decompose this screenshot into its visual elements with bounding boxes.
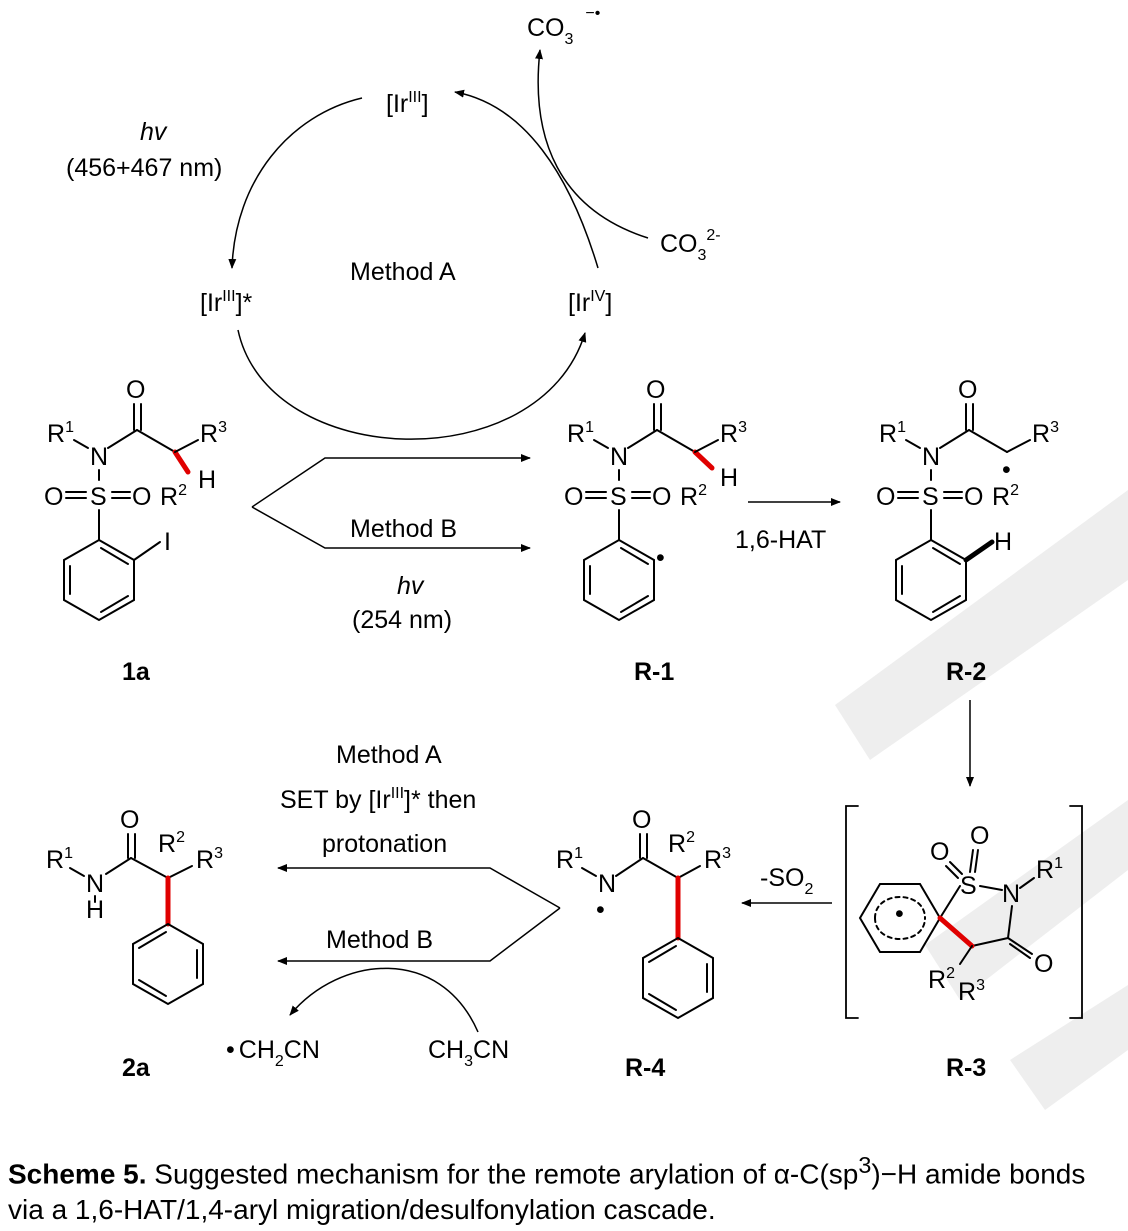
intermediate-r4: O N R1 • R2 R3 R-4 xyxy=(556,806,731,1082)
ir3-top-label: [IrIII] xyxy=(386,89,429,118)
intermediate-r2: O N R1 S O O R3 • R2 H R-2 xyxy=(876,376,1059,686)
svg-text:R3: R3 xyxy=(200,419,227,448)
so2-loss-label: -SO2 xyxy=(760,864,813,898)
solvent-ch3cn: CH3CN xyxy=(428,1036,509,1070)
svg-text:N: N xyxy=(86,870,104,898)
svg-text:•: • xyxy=(1002,456,1011,484)
hat-label: 1,6-HAT xyxy=(735,526,826,554)
method-a-label: Method A xyxy=(350,258,456,286)
svg-text:R3: R3 xyxy=(196,845,223,874)
arc-set-oxidation xyxy=(237,329,587,440)
svg-text:O: O xyxy=(126,376,145,404)
watermark xyxy=(835,490,1128,1110)
svg-text:O: O xyxy=(632,806,651,834)
svg-text:R3: R3 xyxy=(720,419,747,448)
svg-text:R1: R1 xyxy=(879,419,906,448)
label-r4: R-4 xyxy=(625,1054,665,1082)
svg-text:O: O xyxy=(1034,950,1053,978)
label-2a: 2a xyxy=(122,1054,151,1082)
svg-text:•: • xyxy=(596,896,605,924)
caption-label: Scheme 5. xyxy=(8,1158,147,1190)
svg-text:N: N xyxy=(610,443,628,471)
svg-text:R2: R2 xyxy=(668,829,695,858)
svg-text:O: O xyxy=(646,376,665,404)
catalytic-cycle: [IrIII] [IrIII]* [IrIV] hv (456+467 nm) … xyxy=(66,5,721,440)
svg-text:R2: R2 xyxy=(160,482,187,511)
svg-text:H: H xyxy=(198,466,216,494)
arc-excitation xyxy=(228,97,363,269)
svg-text:O: O xyxy=(652,483,671,511)
svg-text:H: H xyxy=(720,464,738,492)
caption-text-pre: Suggested mechanism for the remote aryla… xyxy=(146,1158,859,1190)
svg-text:S: S xyxy=(90,483,107,511)
intermediate-r1: O N R1 S O O R3 H R2 • R-1 xyxy=(564,376,747,686)
scheme-caption: Scheme 5. Suggested mechanism for the re… xyxy=(8,1147,1124,1228)
svg-text:N: N xyxy=(90,443,108,471)
svg-text:R2: R2 xyxy=(680,482,707,511)
ir3-excited-label: [IrIII]* xyxy=(200,288,253,317)
svg-text:R1: R1 xyxy=(556,845,583,874)
svg-text:H: H xyxy=(86,896,104,924)
svg-text:O: O xyxy=(120,806,139,834)
svg-text:R2: R2 xyxy=(158,829,185,858)
svg-text:O: O xyxy=(876,483,895,511)
svg-text:N: N xyxy=(1002,880,1020,908)
svg-text:•: • xyxy=(895,900,904,928)
label-1a: 1a xyxy=(122,658,151,686)
svg-text:O: O xyxy=(970,822,989,850)
svg-text:O: O xyxy=(564,483,583,511)
caption-sup: 3 xyxy=(858,1152,872,1178)
pathway-arrows: Method B hv (254 nm) xyxy=(251,454,531,634)
carbonate-radical: CO3−• xyxy=(527,5,600,48)
final-method-a: Method A xyxy=(336,741,442,769)
light-a-wavelength: (456+467 nm) xyxy=(66,154,222,182)
intermediate-r3: • S N R1 O O O R2 R3 R-3 xyxy=(845,805,1083,1082)
svg-text:R1: R1 xyxy=(46,845,73,874)
svg-text:R2: R2 xyxy=(928,965,955,994)
light-b-hv: hv xyxy=(397,572,425,600)
byproduct-ch2cn: •CH2CN xyxy=(226,1036,320,1070)
label-r3: R-3 xyxy=(946,1054,986,1082)
svg-text:R1: R1 xyxy=(567,419,594,448)
svg-text:R3: R3 xyxy=(958,977,985,1006)
carbonate: CO32- xyxy=(660,227,721,264)
svg-text:S: S xyxy=(922,483,939,511)
caption-text-post: )−H amide bonds via a 1,6-HAT/1,4-aryl m… xyxy=(8,1158,1086,1226)
light-b-wavelength: (254 nm) xyxy=(352,606,452,634)
method-b-label: Method B xyxy=(350,515,457,543)
ir4-label: [IrIV] xyxy=(568,288,612,317)
label-r1: R-1 xyxy=(634,658,674,686)
final-protonation: protonation xyxy=(322,830,447,858)
svg-text:S: S xyxy=(610,483,627,511)
product-2a: O N R1 H R2 R3 2a xyxy=(46,806,223,1082)
h-abstraction-arrow xyxy=(289,967,479,1033)
svg-text:R1: R1 xyxy=(1036,855,1063,884)
svg-text:R3: R3 xyxy=(704,845,731,874)
arc-reduction xyxy=(454,89,599,269)
final-step-arrows: Method A SET by [IrIII]* then protonatio… xyxy=(226,741,561,1070)
svg-text:O: O xyxy=(930,838,949,866)
svg-text:N: N xyxy=(598,870,616,898)
arc-carbonate xyxy=(535,49,649,239)
svg-text:H: H xyxy=(994,528,1012,556)
svg-text:O: O xyxy=(958,376,977,404)
svg-text:O: O xyxy=(132,483,151,511)
final-method-b: Method B xyxy=(326,926,433,954)
svg-text:N: N xyxy=(922,443,940,471)
svg-text:•: • xyxy=(656,544,665,572)
svg-text:O: O xyxy=(964,483,983,511)
label-r2: R-2 xyxy=(946,658,986,686)
svg-text:S: S xyxy=(960,872,977,900)
svg-text:O: O xyxy=(44,483,63,511)
svg-text:R3: R3 xyxy=(1032,419,1059,448)
final-set-label: SET by [IrIII]* then xyxy=(280,785,476,814)
svg-text:I: I xyxy=(164,528,171,556)
svg-text:R2: R2 xyxy=(992,482,1019,511)
svg-text:R1: R1 xyxy=(47,419,74,448)
light-a-hv: hv xyxy=(140,118,168,146)
compound-1a: O N R1 S O O R3 H R2 I 1a xyxy=(44,376,227,686)
